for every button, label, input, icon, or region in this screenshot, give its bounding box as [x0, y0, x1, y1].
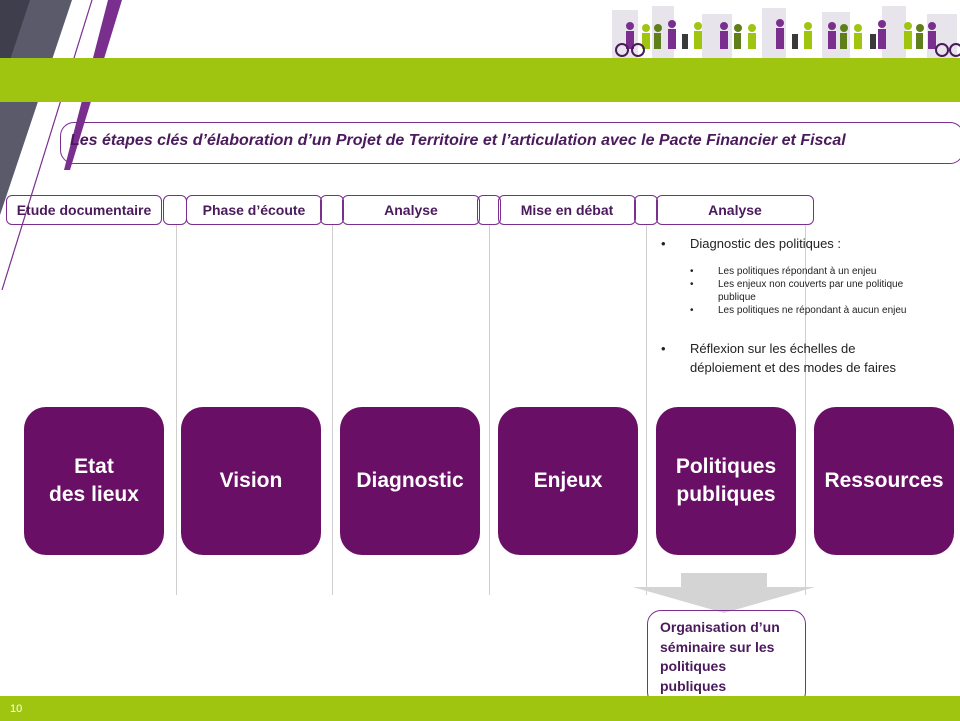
step-connector — [634, 195, 658, 225]
step-box-4 — [498, 195, 636, 225]
sub-bullet-dot: • — [690, 266, 694, 277]
step-box-5 — [656, 195, 814, 225]
step-box-1 — [6, 195, 162, 225]
bullet-dot: • — [661, 341, 666, 356]
step-connector — [163, 195, 187, 225]
column-divider — [805, 225, 806, 595]
down-arrow-icon — [633, 573, 815, 613]
note-reflexion-1: Réflexion sur les échelles de — [690, 341, 856, 356]
note-sub-1: Les politiques répondant à un enjeu — [718, 266, 877, 277]
card-diagnostic: Diagnostic — [340, 407, 480, 555]
footer-band — [0, 696, 960, 721]
card-vision: Vision — [181, 407, 321, 555]
step-label-analyse-1: Analyse — [384, 202, 438, 218]
title-frame — [60, 122, 960, 164]
card-label: Enjeux — [533, 468, 603, 492]
card-label: Politiques publiques — [675, 454, 777, 506]
card-ressources: Ressources — [814, 407, 954, 555]
step-label-debat: Mise en débat — [520, 202, 614, 218]
column-divider — [332, 225, 333, 595]
header-band — [0, 58, 960, 102]
page-number: 10 — [10, 703, 23, 715]
sub-bullet-dot: • — [690, 305, 694, 316]
card-politiques-publiques: Politiques publiques — [656, 407, 796, 555]
step-connector — [477, 195, 501, 225]
card-label: Ressources — [824, 468, 944, 492]
seminar-label: Organisation d’un séminaire sur les poli… — [660, 619, 780, 694]
column-divider — [176, 225, 177, 595]
note-sub-2: Les enjeux non couverts par une politiqu… — [718, 279, 904, 290]
step-label-etude: Etude documentaire — [16, 202, 152, 218]
card-etat-des-lieux: Etat des lieux — [24, 407, 164, 555]
step-connector — [320, 195, 344, 225]
page-title: Les étapes clés d’élaboration d’un Proje… — [70, 132, 846, 149]
note-sub-2-cont: publique — [718, 292, 756, 303]
step-box-3 — [342, 195, 480, 225]
people-silhouettes-image — [612, 6, 960, 58]
step-label-ecoute: Phase d’écoute — [202, 202, 306, 218]
column-divider — [489, 225, 490, 595]
note-reflexion-2: déploiement et des modes de faires — [690, 360, 896, 375]
card-label: Diagnostic — [356, 468, 464, 492]
bullet-dot: • — [661, 236, 666, 251]
note-diagnostic: Diagnostic des politiques : — [690, 236, 842, 251]
card-label: Vision — [219, 468, 283, 492]
card-label: Etat des lieux — [49, 454, 139, 506]
card-enjeux: Enjeux — [498, 407, 638, 555]
step-label-analyse-2: Analyse — [708, 202, 762, 218]
sub-bullet-dot: • — [690, 279, 694, 290]
note-sub-3: Les politiques ne répondant à aucun enje… — [718, 305, 907, 316]
column-divider — [646, 225, 647, 595]
